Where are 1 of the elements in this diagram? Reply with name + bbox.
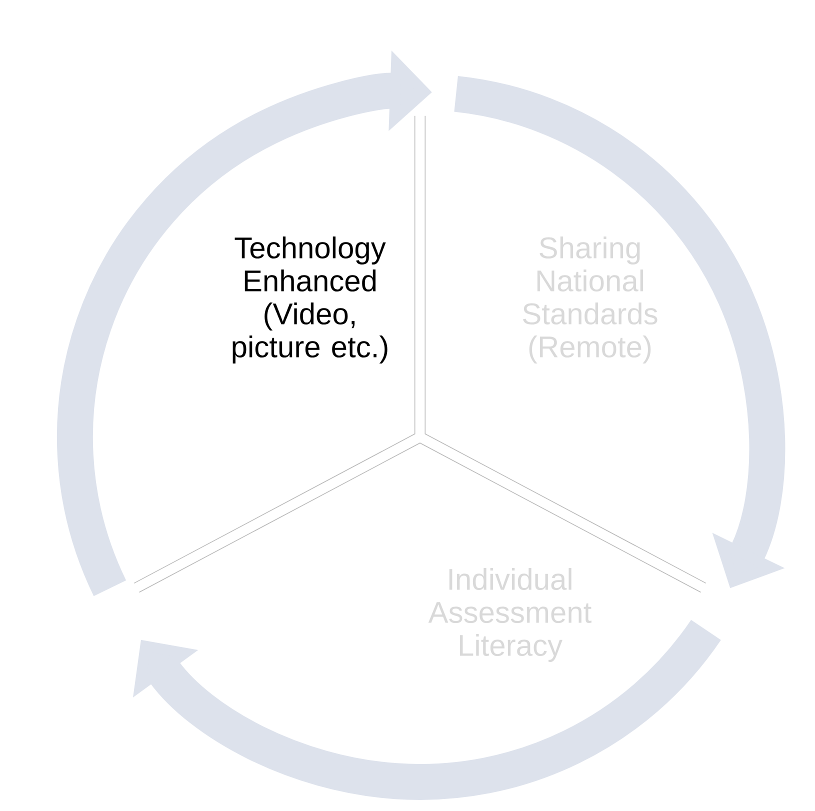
segment: Technology Enhanced (Video, picture etc.) (96, 116, 416, 584)
